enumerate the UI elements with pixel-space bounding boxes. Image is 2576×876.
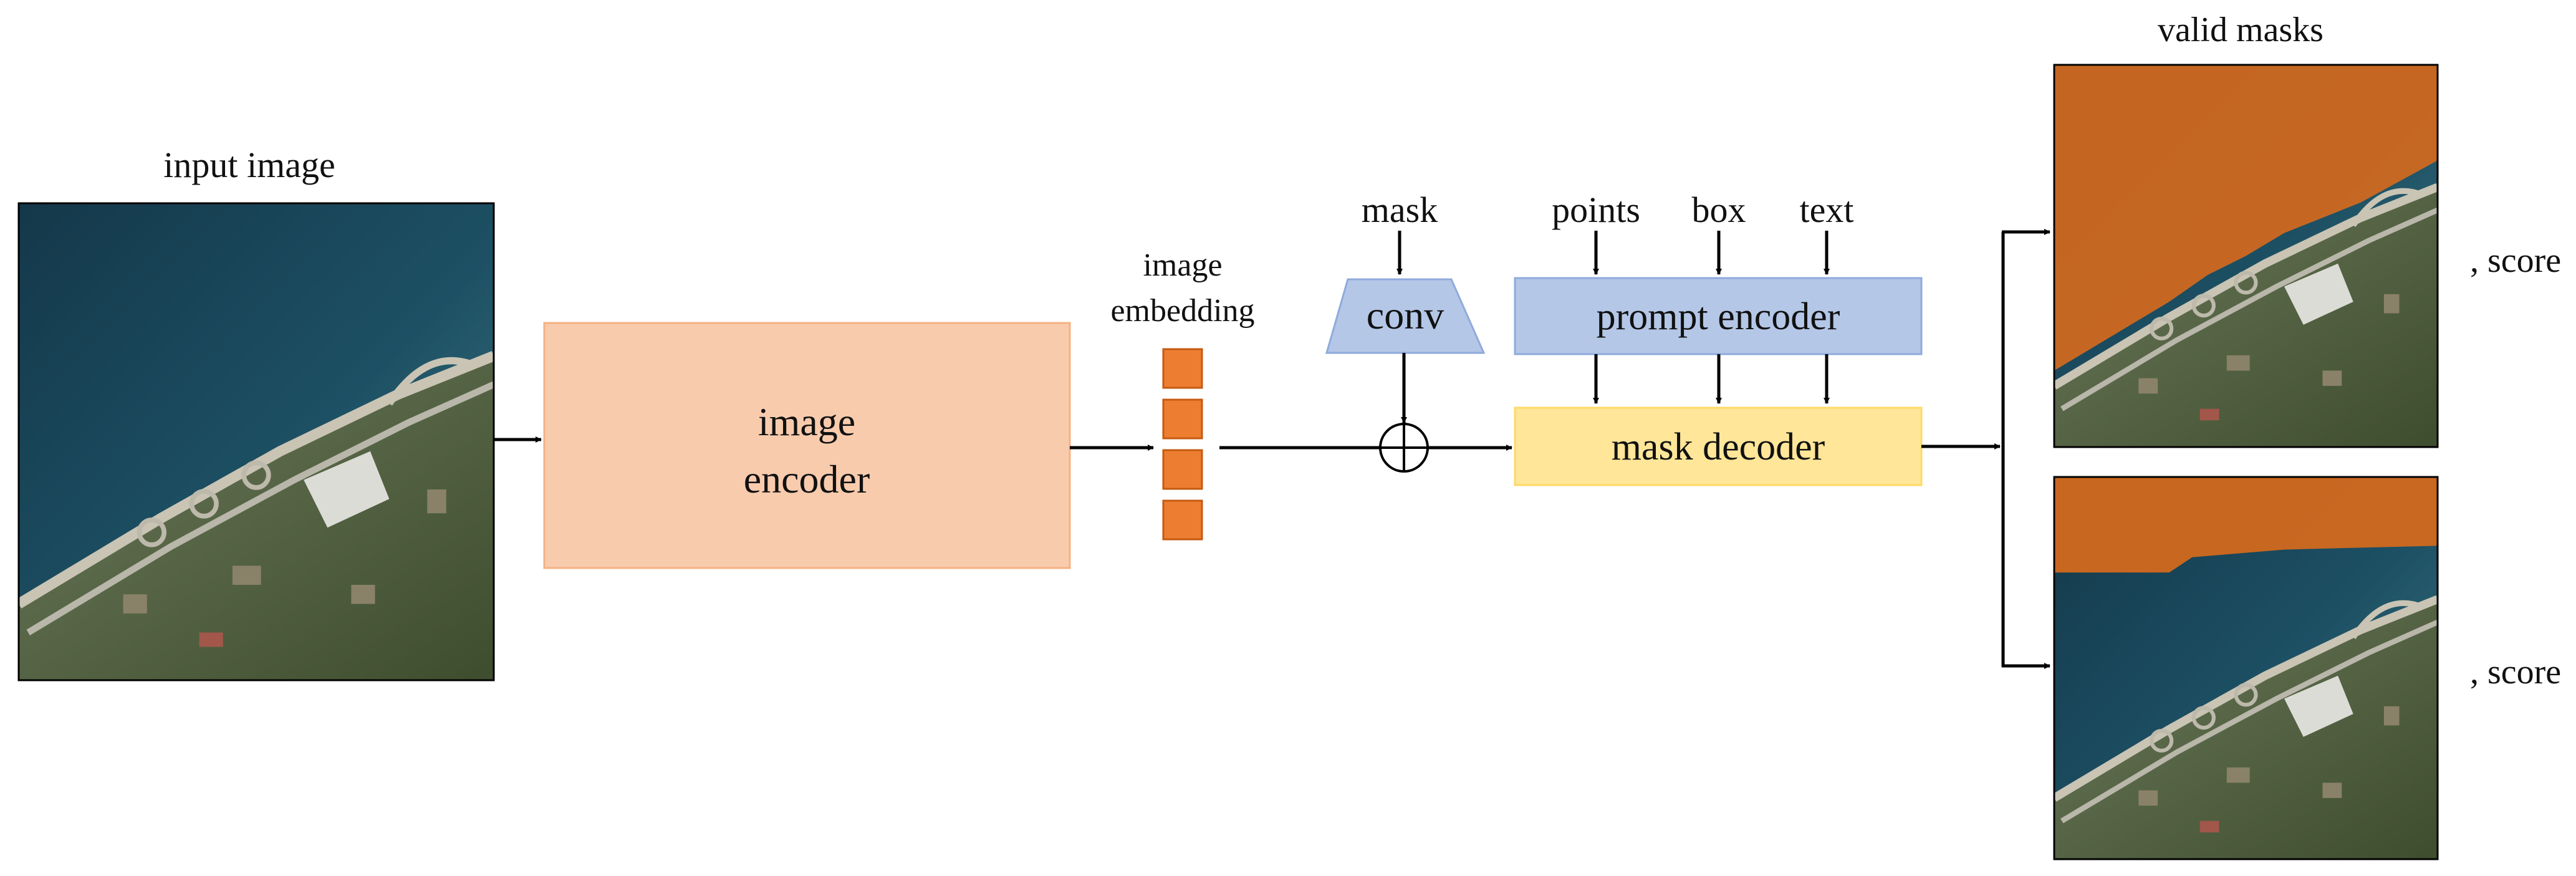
embedding-token bbox=[1162, 499, 1203, 541]
prompt-encoder-block: prompt encoder bbox=[1514, 277, 1923, 355]
output-mask-1 bbox=[2053, 64, 2439, 448]
mask-input-label: mask bbox=[1362, 190, 1438, 230]
image-encoder-label-line2: encoder bbox=[744, 457, 870, 501]
input-image bbox=[17, 202, 495, 681]
embedding-label-line1: image bbox=[1143, 248, 1222, 283]
mask-decoder-label: mask decoder bbox=[1612, 426, 1825, 468]
output-mask-2 bbox=[2053, 476, 2439, 860]
score-label-1: , score bbox=[2470, 241, 2561, 280]
image-encoder-label-line1: image bbox=[758, 400, 855, 444]
score-label-2: , score bbox=[2470, 653, 2561, 691]
image-encoder-block: image encoder bbox=[543, 322, 1071, 569]
mask-decoder-block: mask decoder bbox=[1514, 407, 1923, 486]
sum-operator bbox=[1379, 423, 1429, 473]
embedding-token bbox=[1162, 398, 1203, 440]
output-branch-arrows bbox=[1921, 229, 2050, 669]
prompt-points-label: points bbox=[1552, 190, 1640, 230]
embedding-label-line2: embedding bbox=[1110, 293, 1254, 329]
valid-masks-label: valid masks bbox=[2158, 11, 2324, 49]
input-image-label: input image bbox=[163, 145, 335, 185]
prompt-text-label: text bbox=[1800, 190, 1854, 230]
conv-label: conv bbox=[1367, 293, 1444, 337]
embedding-token bbox=[1162, 449, 1203, 490]
prompt-box-label: box bbox=[1692, 190, 1746, 230]
conv-block: conv bbox=[1325, 278, 1486, 354]
image-embedding-tokens bbox=[1162, 348, 1203, 541]
prompt-encoder-label: prompt encoder bbox=[1597, 296, 1840, 338]
embedding-token bbox=[1162, 348, 1203, 389]
